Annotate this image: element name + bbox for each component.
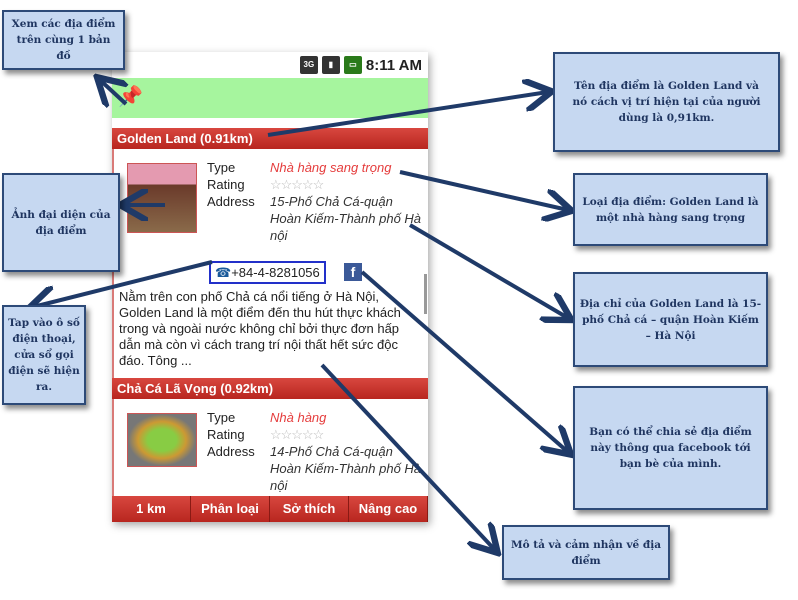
signal-icon: ▮ [321, 56, 340, 74]
callout-image: Ảnh đại diện của địa điểm [2, 173, 120, 272]
phone-number: +84-4-8281056 [231, 265, 320, 280]
rating-label: Rating [207, 427, 245, 442]
phone-icon: ☎ [215, 265, 232, 280]
rating-stars: ☆☆☆☆☆ [270, 177, 324, 192]
place-image[interactable] [127, 413, 197, 467]
tab-preference[interactable]: Sở thích [270, 496, 349, 522]
facebook-icon[interactable]: f [344, 263, 362, 281]
place-description: Nằm trên con phố Chả cá nổi tiếng ở Hà N… [119, 289, 401, 368]
arrow-description [320, 363, 495, 550]
arrow-name [267, 92, 548, 137]
arrow-phone [33, 260, 213, 307]
address-value: 15-Phố Chả Cá-quận Hoàn Kiếm-Thành phố H… [270, 194, 422, 243]
tab-category[interactable]: Phân loại [191, 496, 270, 522]
address-value: 14-Phố Chả Cá-quận Hoàn Kiếm-Thành phố H… [270, 444, 422, 493]
callout-phone: Tap vào ô số điện thoại, cửa sổ gọi điện… [2, 305, 86, 405]
arrow-address [408, 223, 568, 318]
bottom-tabs: 1 km Phân loại Sở thích Nâng cao [112, 496, 428, 522]
status-time: 8:11 AM [365, 56, 422, 74]
type-label: Type [207, 160, 236, 175]
arrow-type [399, 170, 568, 210]
address-label: Address [207, 444, 255, 459]
callout-map: Xem các địa điểm trên cùng 1 bản đồ [2, 10, 125, 70]
tab-distance[interactable]: 1 km [112, 496, 191, 522]
scrollbar[interactable] [424, 274, 427, 314]
callout-name: Tên địa điểm là Golden Land và nó cách v… [553, 52, 780, 152]
callout-description: Mô tả và cảm nhận về địa điểm [502, 525, 670, 580]
battery-icon: ▭ [343, 56, 362, 74]
address-label: Address [207, 194, 255, 209]
callout-address: Địa chỉ của Golden Land là 15-phố Chả cá… [573, 272, 768, 367]
rating-label: Rating [207, 177, 245, 192]
3g-icon: 3G [299, 56, 318, 74]
phone-screen: 3G ▮ ▭ 8:11 AM 📌 Golden Land (0.91km) Ty… [112, 52, 428, 522]
arrow-facebook [360, 270, 568, 452]
tab-advanced[interactable]: Nâng cao [349, 496, 428, 522]
place-header[interactable]: Golden Land (0.91km) [112, 128, 428, 149]
toolbar: 📌 [112, 78, 428, 118]
type-value: Nhà hàng sang trọng [270, 160, 392, 175]
rating-stars: ☆☆☆☆☆ [270, 427, 324, 442]
callout-type: Loại địa điểm: Golden Land là một nhà hà… [573, 173, 768, 246]
status-bar: 3G ▮ ▭ 8:11 AM [112, 52, 428, 78]
type-label: Type [207, 410, 236, 425]
arrow-map [100, 80, 126, 104]
type-value: Nhà hàng [270, 410, 327, 425]
phone-button[interactable]: ☎+84-4-8281056 [209, 261, 326, 284]
callout-facebook: Bạn có thể chia sẻ địa điểm này thông qu… [573, 386, 768, 510]
